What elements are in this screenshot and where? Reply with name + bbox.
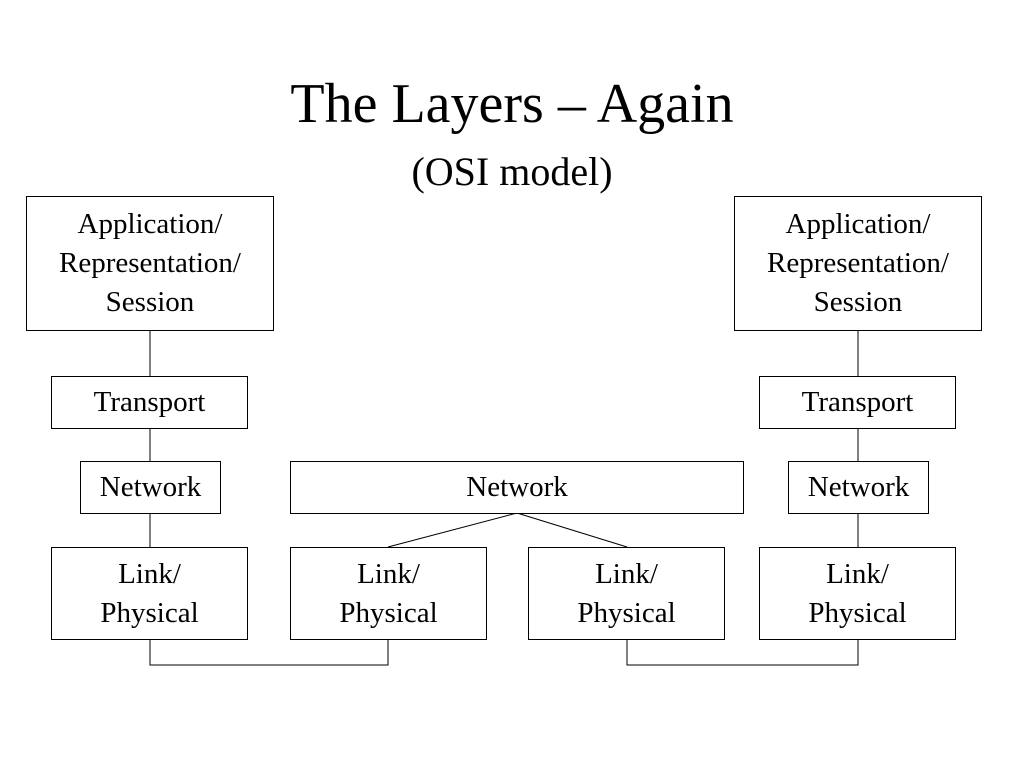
middle-left-link-physical-label: Link/ Physical: [339, 557, 438, 629]
right-link-physical-box: Link/ Physical: [759, 547, 956, 640]
middle-network-label: Network: [466, 471, 568, 503]
right-application-label: Application/ Representation/ Session: [766, 208, 949, 318]
middle-left-link-physical-box: Link/ Physical: [290, 547, 487, 640]
right-network-label: Network: [807, 471, 910, 503]
right-link-physical-label: Link/ Physical: [808, 557, 907, 629]
left-application-label: Application/ Representation/ Session: [58, 208, 241, 318]
right-transport-label: Transport: [801, 386, 914, 418]
right-application-box: Application/ Representation/ Session: [734, 196, 982, 331]
right-physical-link-line: [626, 639, 859, 666]
left-network-label: Network: [99, 471, 202, 503]
middle-network-left-link-line: [387, 512, 518, 548]
middle-right-link-physical-label: Link/ Physical: [577, 557, 676, 629]
middle-right-link-physical-box: Link/ Physical: [528, 547, 725, 640]
left-physical-link-line: [149, 639, 389, 666]
left-link-physical-box: Link/ Physical: [51, 547, 248, 640]
middle-network-right-link-line: [516, 512, 628, 548]
slide-subtitle: (OSI model): [411, 149, 613, 194]
left-transport-label: Transport: [93, 386, 206, 418]
left-application-box: Application/ Representation/ Session: [26, 196, 274, 331]
left-link-physical-label: Link/ Physical: [100, 557, 199, 629]
right-network-box: Network: [788, 461, 929, 514]
slide-title: The Layers – Again: [290, 73, 734, 135]
right-transport-box: Transport: [759, 376, 956, 429]
left-transport-box: Transport: [51, 376, 248, 429]
left-network-box: Network: [80, 461, 221, 514]
middle-network-box: Network: [290, 461, 744, 514]
